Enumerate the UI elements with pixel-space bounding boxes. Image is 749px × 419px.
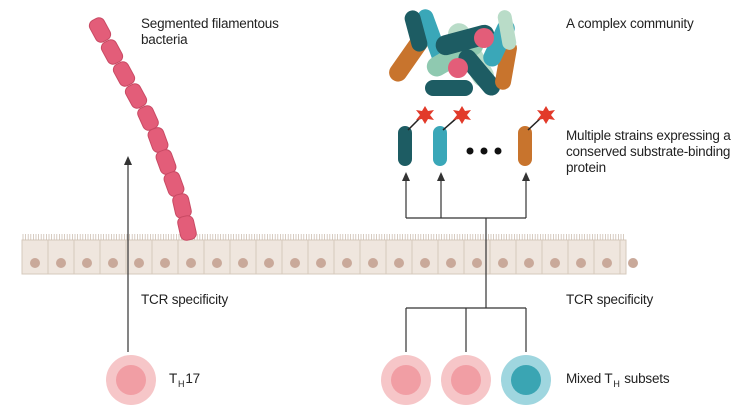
th17-main: T <box>169 371 178 386</box>
sfb-segment <box>100 39 124 65</box>
mixed-th-subsets-label: Mixed TH subsets <box>566 371 670 389</box>
epithelial-layer <box>21 239 627 275</box>
epithelial-nucleus <box>30 258 40 268</box>
sfb-segment <box>112 61 136 87</box>
epithelial-nucleus <box>56 258 66 268</box>
epithelial-nucleus <box>160 258 170 268</box>
strain-teal-icon <box>433 106 471 166</box>
sfb-filament-icon <box>88 17 197 241</box>
epithelial-nucleus <box>82 258 92 268</box>
strain-orange-icon <box>518 106 555 166</box>
microvilli-fringe <box>22 234 624 240</box>
th17-subscript: H <box>178 379 185 389</box>
antigen-protein-star-icon <box>416 106 434 124</box>
th17-label: TH17 <box>169 371 200 389</box>
mixed-th-cell-teal-icon <box>501 355 551 405</box>
antigen-protein-star-icon <box>453 106 471 124</box>
epithelial-nucleus <box>446 258 456 268</box>
tcr-specificity-left-label: TCR specificity <box>141 292 229 307</box>
sfb-segment <box>177 215 197 241</box>
epithelium <box>21 234 638 275</box>
mixed-th-cell-pink-2-icon <box>441 355 491 405</box>
mixed-subscript: H <box>613 379 620 389</box>
epithelial-nucleus <box>108 258 118 268</box>
bacterial-cluster-icon <box>389 9 517 96</box>
epithelial-nucleus <box>368 258 378 268</box>
arrowheads <box>124 156 530 181</box>
sfb-segment <box>124 83 148 109</box>
epithelial-nucleus <box>290 258 300 268</box>
mixed-tail: subsets <box>620 371 670 386</box>
antigen-protein-star-icon <box>537 106 555 124</box>
sfb-label: Segmented filamentous bacteria <box>141 16 279 47</box>
epithelial-nucleus <box>394 258 404 268</box>
epithelial-nucleus <box>498 258 508 268</box>
strain-dark-teal-icon <box>398 106 434 166</box>
epithelial-nucleus <box>186 258 196 268</box>
mixed-th-cell-pink-1-icon <box>381 355 431 405</box>
sfb-segment <box>88 17 112 43</box>
tcr-specificity-right-label: TCR specificity <box>566 292 654 307</box>
epithelial-nucleus <box>264 258 274 268</box>
epithelial-nucleus <box>420 258 430 268</box>
epithelial-nucleus <box>134 258 144 268</box>
epithelial-nucleus <box>628 258 638 268</box>
epithelial-nucleus <box>342 258 352 268</box>
th17-tail: 17 <box>185 371 200 386</box>
epithelial-nucleus <box>524 258 534 268</box>
mixed-main: Mixed T <box>566 371 613 386</box>
epithelial-nucleus <box>238 258 248 268</box>
ellipsis-dots-icon <box>466 147 502 155</box>
epithelial-nucleus <box>576 258 586 268</box>
epithelial-nucleus <box>550 258 560 268</box>
th17-cell-icon <box>106 355 156 405</box>
right-connector-lines <box>405 178 527 352</box>
epithelial-nucleus <box>602 258 612 268</box>
multiple-strains-label: Multiple strains expressing a conserved … <box>566 128 731 175</box>
epithelial-nucleus <box>212 258 222 268</box>
epithelial-nucleus <box>472 258 482 268</box>
complex-community-label: A complex community <box>566 16 694 31</box>
epithelial-nucleus <box>316 258 326 268</box>
